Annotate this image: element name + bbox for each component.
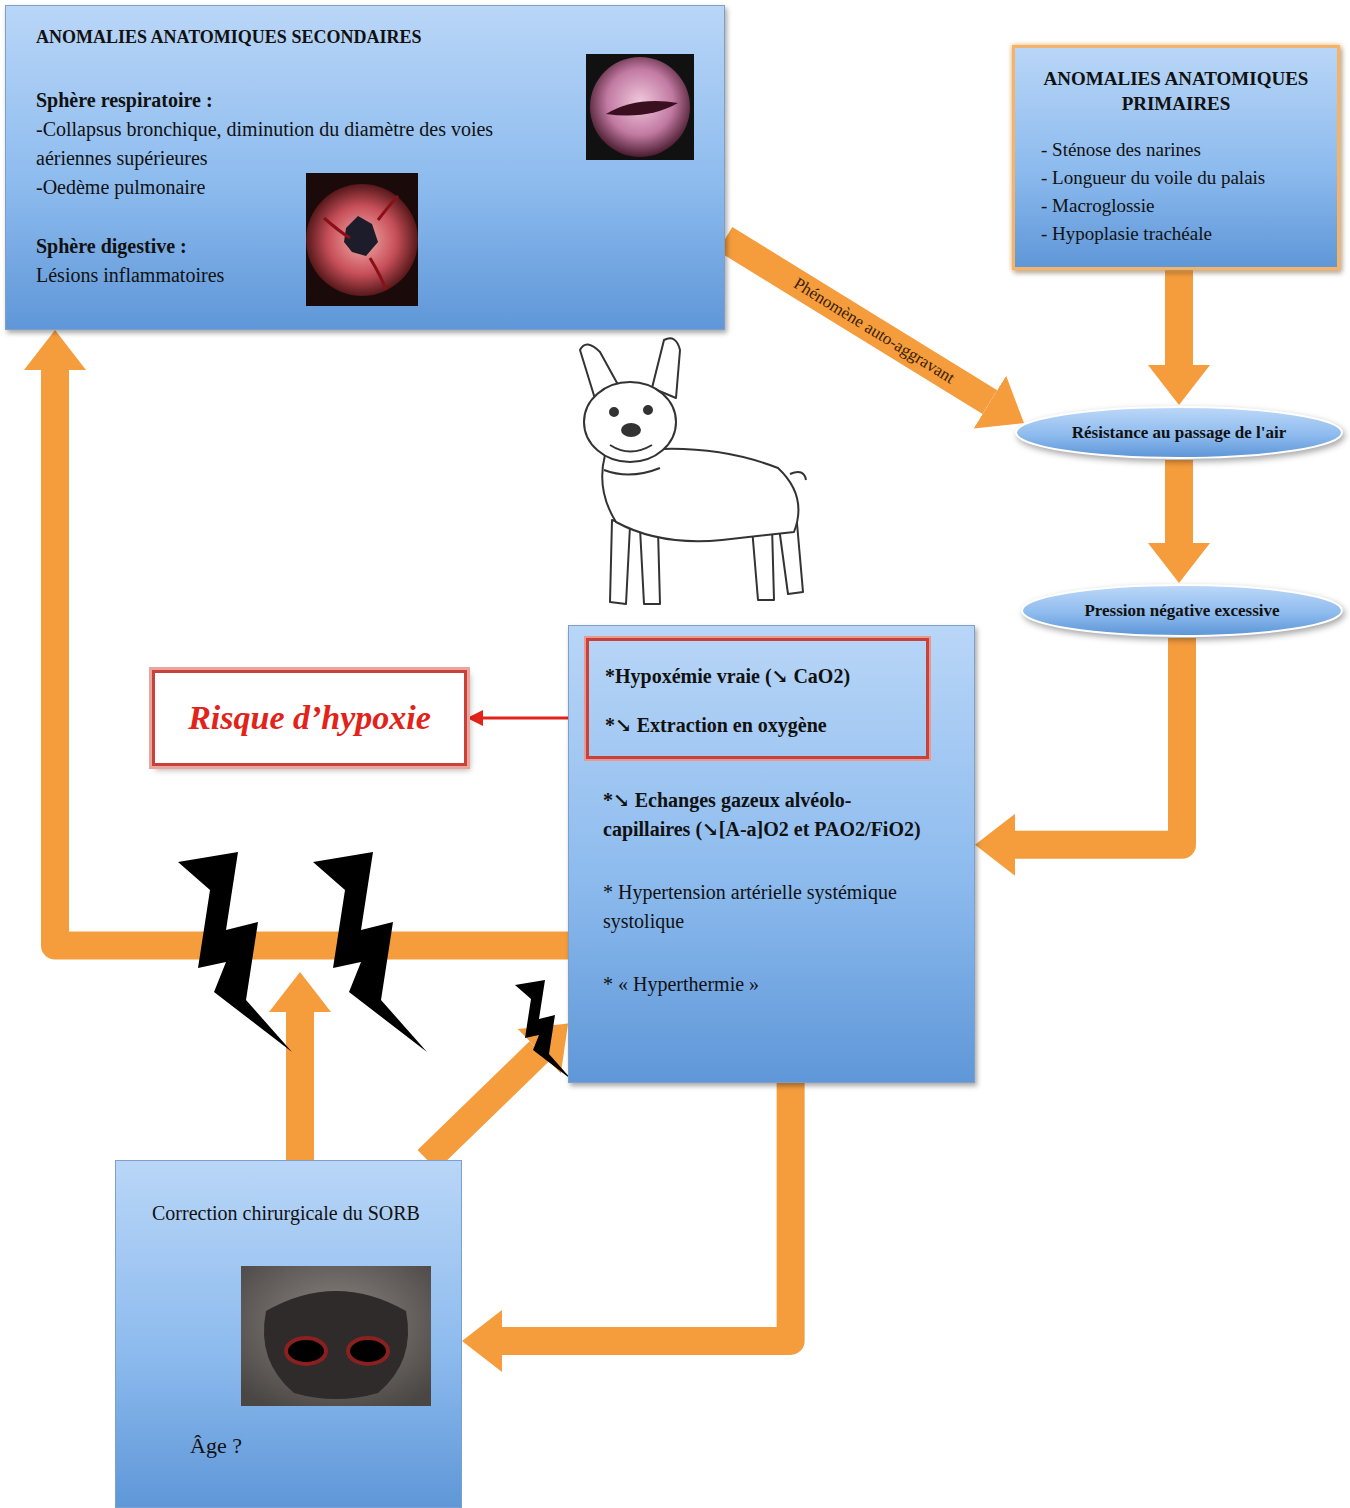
nostril bbox=[286, 1338, 326, 1364]
flow-arrow bbox=[427, 1051, 539, 1160]
list-item: - Longueur du voile du palais bbox=[1041, 164, 1265, 192]
correction-arrow bbox=[286, 1012, 314, 1160]
dog-head bbox=[584, 382, 676, 462]
process-ellipse: Pression négative excessive bbox=[1020, 583, 1344, 638]
surgery-box: Correction chirurgicale du SORB Âge ? bbox=[115, 1160, 462, 1508]
list-item: - Macroglossie bbox=[1041, 192, 1154, 220]
box-heading: ANOMALIES ANATOMIQUES PRIMAIRES bbox=[1027, 66, 1325, 116]
effect-item: *Hypoxémie vraie (↘ CaO2) bbox=[605, 663, 850, 690]
dog-leg bbox=[640, 528, 660, 604]
lightning-symbol bbox=[313, 852, 427, 1052]
edge-label: Phénomène auto-aggravant bbox=[786, 271, 962, 391]
flow-arrow bbox=[725, 239, 990, 402]
effect-item: *↘ Extraction en oxygène bbox=[605, 712, 827, 739]
ellipse-outline bbox=[1016, 407, 1342, 458]
highlight-box: *Hypoxémie vraie (↘ CaO2) *↘ Extraction e… bbox=[586, 638, 929, 759]
digestive-photo bbox=[306, 184, 418, 296]
secondary-box: ANOMALIES ANATOMIQUES SECONDAIRES Sphère … bbox=[5, 5, 725, 330]
photo-frame bbox=[241, 1266, 431, 1406]
ellipse-outline bbox=[1022, 585, 1342, 636]
flow-arrow bbox=[1165, 460, 1193, 543]
bronchus-photo bbox=[590, 57, 690, 157]
dog-eye bbox=[644, 406, 652, 414]
process-ellipse: Résistance au passage de l'air bbox=[1014, 405, 1344, 460]
lightning-symbol bbox=[515, 980, 572, 1080]
box-note: Âge ? bbox=[190, 1433, 242, 1459]
flow-arrow bbox=[502, 1083, 791, 1341]
primary-box: ANOMALIES ANATOMIQUES PRIMAIRES - Sténose… bbox=[1012, 45, 1340, 270]
risk-label: Risque d’hypoxie bbox=[188, 699, 431, 737]
box-heading: ANOMALIES ANATOMIQUES SECONDAIRES bbox=[36, 26, 421, 48]
box-label: Correction chirurgicale du SORB bbox=[152, 1199, 420, 1227]
list-item: - Hypoplasie trachéale bbox=[1041, 220, 1212, 248]
list-item: -Collapsus bronchique, diminution du dia… bbox=[36, 115, 566, 173]
flow-arrow bbox=[55, 370, 568, 946]
flow-arrow bbox=[1165, 270, 1193, 365]
lesion-streak bbox=[324, 196, 398, 290]
lumen bbox=[344, 216, 378, 256]
list-item: - Sténose des narines bbox=[1041, 136, 1201, 164]
ellipse-label: Résistance au passage de l'air bbox=[1072, 423, 1286, 443]
effect-item: *↘ Echanges gazeux alvéolo-capillaires (… bbox=[603, 786, 933, 844]
dog-eye bbox=[610, 408, 618, 416]
nose-shape bbox=[264, 1291, 408, 1399]
section-heading: Sphère digestive : bbox=[36, 232, 187, 261]
effects-box: *↘ Echanges gazeux alvéolo-capillaires (… bbox=[568, 625, 975, 1083]
list-item: -Oedème pulmonaire bbox=[36, 173, 205, 202]
flow-arrow bbox=[1015, 638, 1182, 845]
nostril bbox=[348, 1338, 388, 1364]
dog-tail bbox=[790, 472, 806, 480]
list-item: Lésions inflammatoires bbox=[36, 261, 224, 290]
airway-lumen bbox=[606, 101, 678, 116]
lightning-symbol bbox=[178, 852, 292, 1052]
risk-box: Risque d’hypoxie bbox=[152, 670, 467, 766]
dog-nose bbox=[622, 424, 640, 436]
effect-item: * Hypertension artérielle systémique sys… bbox=[603, 878, 933, 936]
dog-mouth bbox=[610, 445, 652, 452]
photo-frame bbox=[306, 173, 418, 306]
dog-collar bbox=[604, 468, 660, 475]
ellipse-label: Pression négative excessive bbox=[1084, 601, 1279, 621]
section-heading: Sphère respiratoire : bbox=[36, 86, 213, 115]
dog-leg bbox=[610, 520, 630, 604]
photo-frame bbox=[586, 54, 694, 160]
dog-illustration bbox=[580, 338, 806, 604]
arrow-head bbox=[269, 972, 331, 1012]
effect-item: * « Hyperthermie » bbox=[603, 970, 759, 999]
